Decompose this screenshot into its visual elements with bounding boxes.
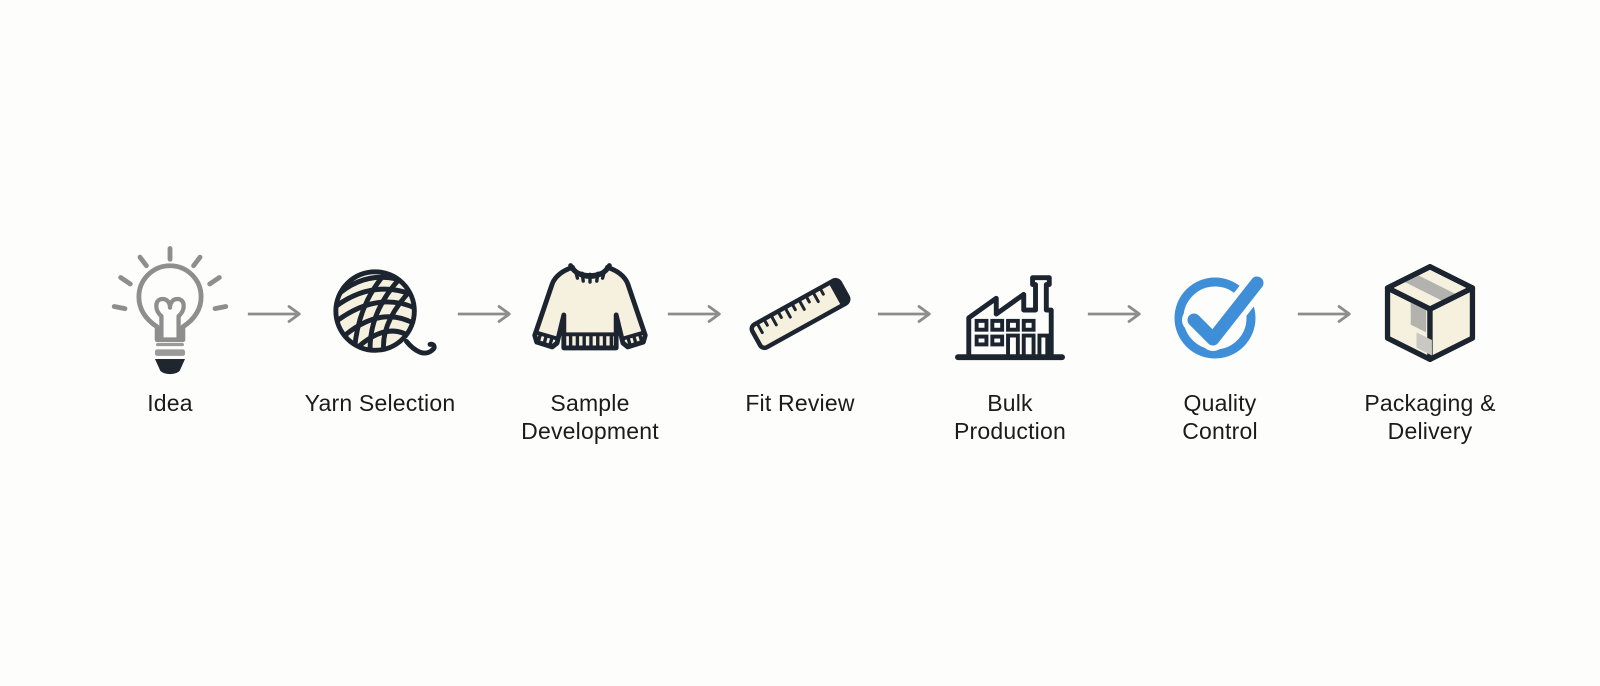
step-sample-development: Sample Development xyxy=(514,243,666,445)
step-yarn-selection: Yarn Selection xyxy=(304,243,456,417)
factory-icon xyxy=(934,243,1086,385)
step-label-packaging-delivery: Packaging & Delivery xyxy=(1364,390,1496,444)
step-quality-control: Quality Control xyxy=(1144,243,1296,445)
step-label-fit-review: Fit Review xyxy=(745,390,855,416)
step-packaging-delivery: Packaging & Delivery xyxy=(1354,243,1506,445)
step-label-idea: Idea xyxy=(147,390,193,416)
arrow-right-icon xyxy=(1086,243,1144,385)
yarn-ball-icon xyxy=(304,243,456,385)
step-label-bulk-production: Bulk Production xyxy=(954,390,1066,444)
sweater-icon xyxy=(514,243,666,385)
flow-row: Idea xyxy=(94,243,1506,445)
arrow-right-icon xyxy=(876,243,934,385)
arrow-right-icon xyxy=(246,243,304,385)
package-box-icon xyxy=(1354,243,1506,385)
step-bulk-production: Bulk Production xyxy=(934,243,1086,445)
step-fit-review: Fit Review xyxy=(724,243,876,417)
check-circle-icon xyxy=(1144,243,1296,385)
step-label-quality-control: Quality Control xyxy=(1182,390,1258,444)
step-idea: Idea xyxy=(94,243,246,417)
arrow-right-icon xyxy=(1296,243,1354,385)
step-label-sample-development: Sample Development xyxy=(521,390,659,444)
step-label-yarn-selection: Yarn Selection xyxy=(304,390,456,416)
arrow-right-icon xyxy=(456,243,514,385)
lightbulb-icon xyxy=(94,243,246,385)
ruler-icon xyxy=(724,243,876,385)
arrow-right-icon xyxy=(666,243,724,385)
